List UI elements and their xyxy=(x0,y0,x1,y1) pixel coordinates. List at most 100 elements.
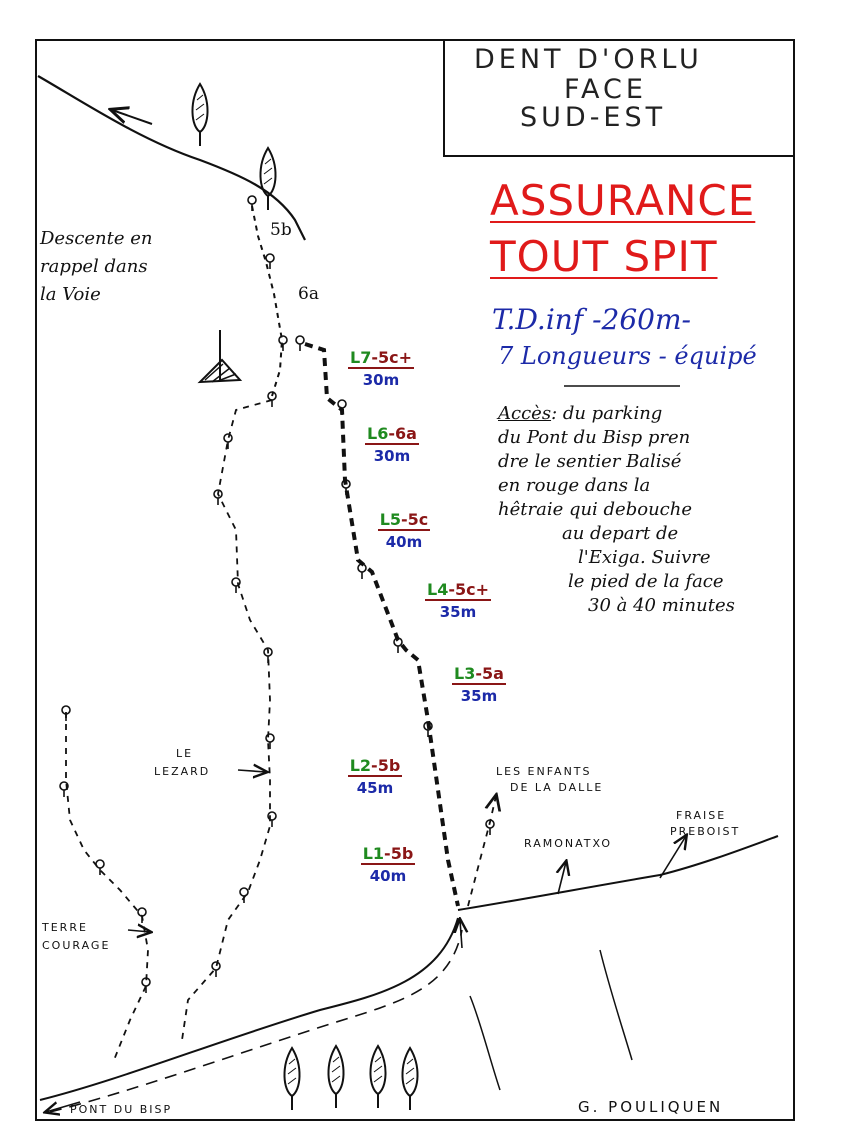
bolt-icon xyxy=(278,335,288,352)
tree-icon xyxy=(259,147,277,211)
access-block: Accès: du parking du Pont du Bisp pren d… xyxy=(498,402,790,618)
pitch-label: L1-5b 40m xyxy=(342,844,434,885)
pitch-id: L2 xyxy=(349,756,372,775)
route-name: PREBOIST xyxy=(670,825,741,838)
pitch-length: 40m xyxy=(385,533,423,551)
start-label: PONT DU BISP xyxy=(70,1103,173,1116)
map-border xyxy=(35,39,795,1121)
title-line-1: DENT D'ORLU xyxy=(474,44,703,75)
access-line: en rouge dans la xyxy=(498,475,651,496)
pitch-grade: 5b xyxy=(377,756,401,775)
pitch-id: L7 xyxy=(350,348,372,367)
access-line: au depart de xyxy=(562,523,679,544)
start-arrow xyxy=(460,920,462,949)
pitch-label: L4-5c+ 35m xyxy=(408,580,508,621)
compass-icon xyxy=(197,330,243,384)
pitch-length: 35m xyxy=(460,687,498,705)
pitch-grade: 5c+ xyxy=(377,348,412,367)
grade-line: T.D.inf -260m- xyxy=(492,303,691,336)
route-name: DE LA DALLE xyxy=(510,781,604,794)
bolt-icon xyxy=(239,887,249,904)
upper-grade: 5b xyxy=(270,220,292,240)
enfants-route xyxy=(467,796,496,907)
route-name: LES ENFANTS xyxy=(496,765,592,778)
descent-line: rappel dans xyxy=(40,256,148,277)
fraise-arrow xyxy=(659,836,686,879)
descent-line: la Voie xyxy=(40,284,101,305)
pitch-label: L6-6a 30m xyxy=(350,424,434,465)
author-signature: G. POULIQUEN xyxy=(578,1098,724,1116)
pitch-grade: 5c xyxy=(407,510,429,529)
arrow-icon xyxy=(112,110,153,125)
access-line: l'Exiga. Suivre xyxy=(578,547,711,568)
approach-track-dash xyxy=(49,929,463,1113)
ridge-line xyxy=(37,75,306,241)
pitch-length: 30m xyxy=(373,447,411,465)
tree-icon xyxy=(369,1045,387,1109)
gully-line xyxy=(469,995,501,1091)
title-line-3: SUD-EST xyxy=(520,102,667,133)
pitch-id: L6 xyxy=(367,424,389,443)
bolt-icon xyxy=(267,811,277,828)
access-label: Accès xyxy=(498,403,552,424)
tree-icon xyxy=(327,1045,345,1109)
access-line: le pied de la face xyxy=(568,571,724,592)
pitch-grade: 5b xyxy=(390,844,414,863)
gully-line-2 xyxy=(599,949,633,1061)
bolt-icon xyxy=(59,781,69,798)
main-route xyxy=(304,342,460,907)
pitch-length: 30m xyxy=(362,371,400,389)
route-name: COURAGE xyxy=(42,939,111,952)
bolt-icon xyxy=(295,335,305,352)
pitch-length: 35m xyxy=(439,603,477,621)
pitch-id: L5 xyxy=(379,510,402,529)
pitch-id: L4 xyxy=(427,580,449,599)
approach-track xyxy=(39,917,459,1101)
pitch-id: L1 xyxy=(362,844,385,863)
pitch-length: 45m xyxy=(356,779,394,797)
route-name: TERRE xyxy=(42,921,88,934)
pitch-grade: 5c+ xyxy=(454,580,489,599)
route-name: FRAISE xyxy=(676,809,727,822)
route-name: RAMONATXO xyxy=(524,837,612,850)
pitch-length: 40m xyxy=(369,867,407,885)
access-line: : du parking xyxy=(551,403,663,424)
pitch-grade: 5a xyxy=(482,664,504,683)
pitches-line: 7 Longueurs - équipé xyxy=(498,342,757,370)
title-line-2: FACE xyxy=(564,74,647,105)
ramonatxo-arrow xyxy=(558,862,566,895)
protection-line-1: ASSURANCE xyxy=(490,176,756,225)
pitch-label: L2-5b 45m xyxy=(330,756,420,797)
route-name: LE xyxy=(176,747,194,760)
pitch-label: L7-5c+ 30m xyxy=(334,348,428,389)
bolt-icon xyxy=(265,733,275,750)
tree-icon xyxy=(283,1047,301,1111)
pitch-id: L3 xyxy=(454,664,476,683)
pitch-label: L3-5a 35m xyxy=(434,664,524,705)
pitch-label: L5-5c 40m xyxy=(360,510,448,551)
access-line: dre le sentier Balisé xyxy=(498,451,682,472)
route-name: LEZARD xyxy=(154,765,211,778)
title-box xyxy=(443,39,795,157)
pitch-grade: 6a xyxy=(395,424,417,443)
descent-line: Descente en xyxy=(40,228,153,249)
bolt-icon xyxy=(137,907,147,924)
terre-courage-route xyxy=(65,712,149,1061)
bolt-icon xyxy=(231,577,241,594)
upper-grade: 6a xyxy=(298,284,319,304)
bolt-icon xyxy=(337,399,347,416)
bottom-left-arrow xyxy=(46,1101,81,1112)
tree-icon xyxy=(401,1047,419,1111)
upper-route xyxy=(251,205,284,397)
tree-icon xyxy=(191,83,209,147)
access-line: hêtraie qui debouche xyxy=(498,499,692,520)
access-line: du Pont du Bisp pren xyxy=(498,427,691,448)
bolt-icon xyxy=(247,195,257,212)
protection-line-2: TOUT SPIT xyxy=(490,232,718,281)
lezard-route xyxy=(181,399,273,1041)
wall-base xyxy=(457,835,779,911)
bolt-icon xyxy=(211,961,221,978)
access-line: 30 à 40 minutes xyxy=(588,595,735,616)
